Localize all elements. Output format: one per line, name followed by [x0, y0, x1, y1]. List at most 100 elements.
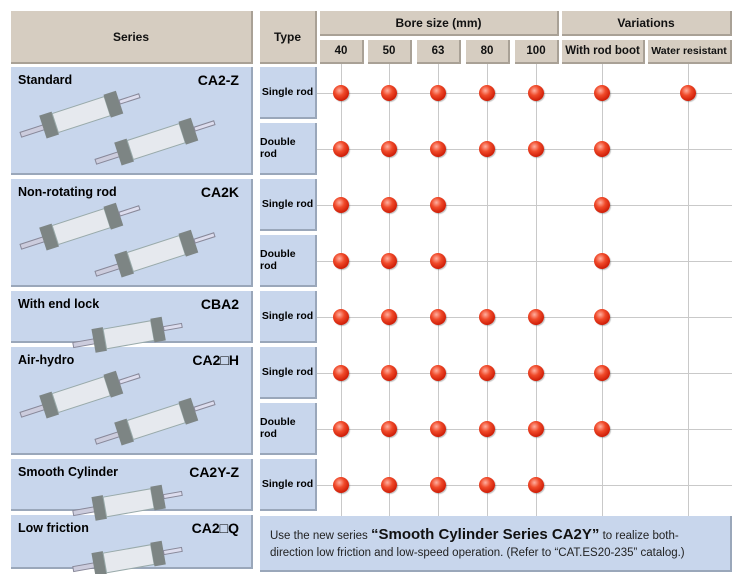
availability-dot	[528, 421, 544, 437]
availability-dot	[333, 253, 349, 269]
column-header-label: With rod boot	[565, 45, 640, 57]
header-bore-size: Bore size (mm)	[320, 11, 559, 36]
note-pre: Use the new series	[270, 530, 371, 542]
availability-dot	[479, 365, 495, 381]
series-code: CA2□Q	[191, 520, 239, 536]
availability-dot	[333, 141, 349, 157]
availability-dot	[333, 85, 349, 101]
availability-dot	[479, 85, 495, 101]
series-name: Low friction	[18, 521, 89, 535]
availability-dot	[430, 141, 446, 157]
availability-dot	[594, 197, 610, 213]
cylinder-image	[94, 397, 216, 446]
availability-dot	[594, 85, 610, 101]
column-header: 50	[368, 40, 412, 64]
grid-vline	[688, 63, 689, 516]
cylinder-image	[19, 202, 141, 251]
availability-dot	[430, 253, 446, 269]
series-name: Standard	[18, 73, 73, 87]
column-header: 80	[466, 40, 510, 64]
series-code: CA2□H	[192, 352, 239, 368]
series-name: Non-rotating rod	[18, 185, 117, 199]
availability-dot	[528, 365, 544, 381]
grid-vline	[438, 63, 439, 516]
availability-dot	[594, 365, 610, 381]
header-type-label: Type	[273, 29, 302, 44]
type-label: Double rod	[260, 416, 296, 440]
type-cell: Double rod	[260, 123, 317, 175]
type-cell: Single rod	[260, 67, 317, 119]
availability-dot	[680, 85, 696, 101]
availability-dot	[333, 365, 349, 381]
availability-dot	[528, 477, 544, 493]
availability-dot	[594, 421, 610, 437]
cylinder-image	[72, 316, 183, 353]
availability-dot	[528, 309, 544, 325]
availability-dot	[430, 309, 446, 325]
availability-dot	[430, 197, 446, 213]
availability-dot	[479, 421, 495, 437]
availability-dot	[381, 85, 397, 101]
availability-dot	[381, 309, 397, 325]
type-label: Double rod	[260, 136, 296, 160]
grid-hline	[316, 93, 732, 94]
header-series-label: Series	[112, 29, 150, 44]
availability-dot	[333, 197, 349, 213]
availability-dot	[479, 477, 495, 493]
column-header: Water resistant	[648, 40, 732, 64]
cylinder-image	[19, 370, 141, 419]
type-cell: Single rod	[260, 459, 317, 511]
availability-dot	[594, 309, 610, 325]
column-header: 100	[515, 40, 559, 64]
availability-dot	[528, 141, 544, 157]
availability-dot	[528, 85, 544, 101]
type-label: Single rod	[261, 86, 314, 98]
availability-dot	[333, 309, 349, 325]
availability-dot	[381, 477, 397, 493]
cylinder-image	[72, 540, 183, 574]
grid-hline	[316, 261, 732, 262]
column-header-label: Water resistant	[651, 45, 727, 57]
grid-vline	[536, 63, 537, 516]
cylinder-image	[72, 484, 183, 521]
availability-dot	[430, 477, 446, 493]
note-post: to realize both-direction low friction a…	[270, 530, 685, 559]
grid-vline	[487, 63, 488, 516]
type-cell: Double rod	[260, 235, 317, 287]
series-name: With end lock	[18, 297, 100, 311]
availability-dot	[381, 365, 397, 381]
availability-dot	[381, 421, 397, 437]
availability-dot	[381, 253, 397, 269]
availability-dot	[479, 141, 495, 157]
availability-dot	[333, 421, 349, 437]
column-header: 40	[320, 40, 364, 64]
availability-dot	[333, 477, 349, 493]
column-header: With rod boot	[562, 40, 645, 64]
note-bold: “Smooth Cylinder Series CA2Y”	[371, 526, 600, 543]
availability-dot	[430, 365, 446, 381]
series-name: Air-hydro	[18, 353, 75, 367]
availability-dot	[594, 253, 610, 269]
header-type: Type	[260, 11, 317, 64]
type-label: Single rod	[261, 310, 314, 322]
cylinder-image	[19, 90, 141, 139]
column-header-label: 80	[480, 45, 494, 57]
availability-dot	[594, 141, 610, 157]
grid-hline	[316, 485, 732, 486]
type-label: Single rod	[261, 478, 314, 490]
cylinder-image	[94, 117, 216, 166]
type-cell: Single rod	[260, 179, 317, 231]
grid-vline	[341, 63, 342, 516]
header-variations: Variations	[562, 11, 732, 36]
header-bore-label: Bore size (mm)	[395, 15, 482, 30]
availability-dot	[381, 197, 397, 213]
availability-dot	[479, 309, 495, 325]
type-label: Single rod	[261, 198, 314, 210]
grid-hline	[316, 317, 732, 318]
series-code: CBA2	[200, 296, 239, 312]
grid-hline	[316, 205, 732, 206]
grid-hline	[316, 429, 732, 430]
column-header-label: 40	[334, 45, 348, 57]
header-variations-label: Variations	[617, 15, 675, 30]
